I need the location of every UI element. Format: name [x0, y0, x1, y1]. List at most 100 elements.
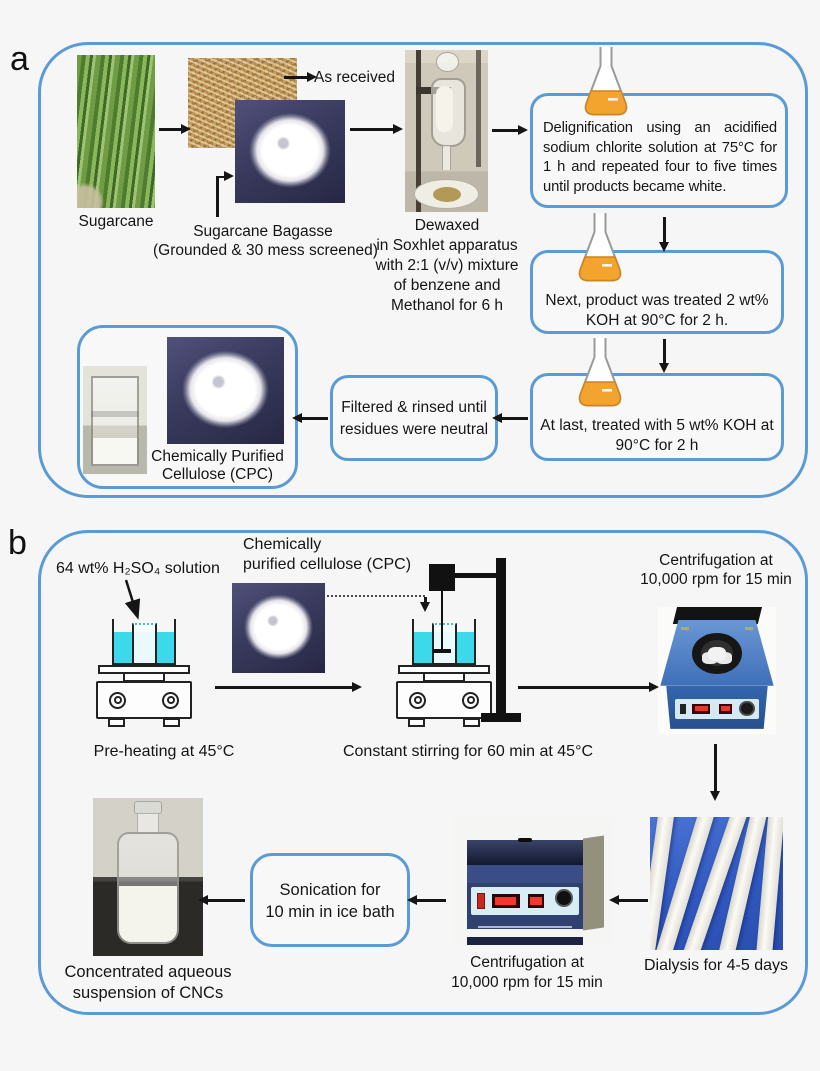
white-suspension — [93, 438, 137, 465]
label-strip — [478, 925, 572, 929]
sugarcane-photo — [77, 55, 155, 208]
cpc-result-box: Chemically Purified Cellulose (CPC) — [77, 325, 298, 489]
stirring-rod — [440, 591, 444, 653]
hinge — [680, 626, 689, 630]
inner-beaker — [432, 623, 457, 663]
centrifugation-top-line1: Centrifugation at — [659, 552, 773, 569]
preheating-caption: Pre-heating at 45°C — [93, 743, 235, 760]
stirrer-motor — [429, 564, 455, 591]
stand-rod — [476, 50, 481, 167]
hotplate-pedestal — [423, 673, 465, 682]
panel-a-border — [38, 42, 808, 498]
erlenmeyer-flask-icon — [584, 47, 628, 116]
centrifuge-lid — [466, 837, 584, 866]
hotplate-foot — [408, 718, 425, 727]
outer-beaker — [412, 619, 476, 665]
cellulose-fluff — [232, 583, 325, 673]
filtered-box: Filtered & rinsed until residues were ne… — [330, 375, 498, 461]
hotplate-pedestal — [123, 673, 165, 682]
koh2-line1: Next, product was treated 2 wt% — [545, 292, 769, 309]
koh2-box: Next, product was treated 2 wt% KOH at 9… — [530, 250, 784, 334]
arrow-right-icon — [492, 125, 528, 134]
sonication-box: Sonication for 10 min in ice bath — [250, 853, 410, 947]
speed-knob — [739, 700, 756, 717]
cnc-caption-line1: Concentrated aqueous — [64, 963, 232, 981]
hotplate-foot — [163, 718, 180, 727]
lid-handle — [517, 837, 532, 842]
dialysis-caption: Dialysis for 4-5 days — [643, 957, 789, 974]
glass-beaker — [90, 375, 140, 467]
h2so4-label: 64 wt% H₂SO₄ solution — [56, 560, 220, 577]
control-panel — [675, 698, 759, 719]
hotplate-knob — [109, 691, 126, 709]
erlenmeyer-flask-icon — [578, 338, 622, 407]
centrifugation-top-line2: 10,000 rpm for 15 min — [640, 571, 792, 588]
cnc-bottle-photo — [93, 798, 203, 956]
as-received-label: As received — [314, 69, 395, 86]
extractor-glass — [430, 77, 466, 148]
stirring-paddle — [433, 649, 451, 653]
arrow-right-icon — [518, 682, 659, 691]
filtered-line2: residues were neutral — [339, 420, 489, 438]
glass-stopper — [133, 801, 163, 814]
dewaxed-caption-line3: with 2:1 (v/v) mixture — [375, 257, 519, 274]
hotplate-body — [396, 681, 492, 719]
hotplate-stirring — [396, 617, 496, 729]
centrifuge-front-face — [666, 685, 768, 729]
solvent-liquid — [432, 186, 461, 203]
dewaxed-caption-line5: Methanol for 6 h — [390, 297, 503, 314]
centrifuge-base — [466, 937, 584, 945]
arrow-down-icon — [710, 744, 719, 801]
koh5-box: At last, treated with 5 wt% KOH at 90°C … — [530, 373, 784, 461]
dotted-line-connector — [327, 595, 425, 597]
arrow-down-icon — [420, 597, 429, 612]
condenser-glass — [435, 52, 460, 73]
hotplate-knob — [462, 691, 479, 709]
arrow-down-icon — [659, 339, 668, 373]
inner-beaker — [132, 623, 157, 663]
koh5-line2: 90°C for 2 h — [615, 437, 699, 454]
control-panel — [471, 886, 579, 916]
arrow-down-icon — [659, 217, 668, 252]
bent-arrow-icon — [216, 171, 234, 181]
centrifugation-bottom-line2: 10,000 rpm for 15 min — [451, 974, 603, 991]
sonication-line2: 10 min in ice bath — [265, 903, 395, 921]
led-display — [491, 893, 520, 909]
hotplate-top — [98, 665, 190, 674]
sugarcane-caption: Sugarcane — [78, 213, 154, 230]
cpc-b-photo — [232, 583, 325, 673]
arrow-right-icon — [350, 124, 403, 133]
diagonal-arrow-icon — [124, 579, 141, 620]
arrow-left-icon — [407, 895, 446, 904]
hotplate-knob — [162, 691, 179, 709]
glass-neck — [442, 145, 452, 170]
delignification-text: Delignification using an acidified sodiu… — [543, 120, 777, 195]
hinge — [745, 626, 754, 630]
cpc-b-label-line2: purified cellulose (CPC) — [243, 556, 412, 573]
cellulose-fluff — [167, 337, 284, 444]
dewaxed-caption-line2: in Soxhlet apparatus — [376, 237, 518, 254]
centrifuge-photo-bottom — [452, 818, 614, 946]
centrifuge-machine — [466, 837, 584, 945]
sample-fill — [436, 86, 454, 133]
centrifugation-bottom-line1: Centrifugation at — [470, 954, 584, 971]
bagasse-caption-line1: Sugarcane Bagasse — [193, 223, 333, 240]
dewaxed-caption-line1: Dewaxed — [414, 217, 480, 234]
centrifuge-top-face — [660, 619, 774, 686]
dewaxed-caption-line4: of benzene and — [393, 277, 501, 294]
hotplate-preheating — [96, 617, 196, 729]
heating-mantle — [414, 179, 480, 209]
hotplate-knob — [409, 691, 426, 709]
cnc-suspension — [119, 885, 177, 943]
led-display — [692, 703, 711, 714]
bagasse-fluff — [235, 100, 345, 203]
cpc-b-label-line1: Chemically — [243, 536, 322, 553]
sample-tubes — [707, 647, 727, 661]
screened-bagasse-photo — [235, 100, 345, 203]
arrow-right-icon — [284, 72, 317, 81]
bent-arrow-icon — [216, 178, 219, 217]
centrifuge-body — [466, 865, 584, 930]
stand-base — [481, 713, 521, 722]
panel-b-label: b — [8, 524, 27, 562]
